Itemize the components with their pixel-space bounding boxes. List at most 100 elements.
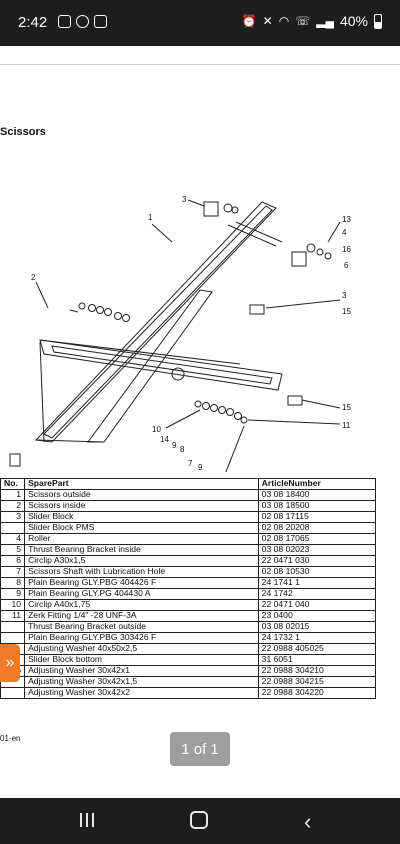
cell-no xyxy=(0,632,26,644)
cell-part: Slider Block xyxy=(24,511,259,523)
cell-article: 23 0400 xyxy=(257,610,377,622)
callout-10-left: 10 xyxy=(152,425,161,434)
cell-no: 9 xyxy=(0,588,26,600)
status-time: 2:42 xyxy=(18,14,48,31)
cell-article: 22 0988 304210 xyxy=(257,665,377,677)
page-top-rule xyxy=(0,64,400,65)
left-bearing-stack xyxy=(69,302,130,322)
cell-part: Slider Block bottom xyxy=(24,654,259,666)
callout-8: 8 xyxy=(180,445,185,454)
cell-part: Zerk Fitting 1/4" -28 UNF-3A xyxy=(24,610,259,622)
status-bar: 2:42 ⏰ ✕ ◠ ☏ ▂▄ 40% xyxy=(0,0,400,46)
table-header-row: No. SparePart ArticleNumber xyxy=(0,478,377,490)
part-3-slider-top xyxy=(203,201,219,217)
callout-16: 16 xyxy=(342,245,351,254)
cell-no: 1 xyxy=(0,489,26,501)
right-bearing-stack xyxy=(194,400,248,424)
recent-apps-button[interactable] xyxy=(80,813,98,829)
cell-no: 11 xyxy=(0,610,26,622)
callout-15-top: 15 xyxy=(342,307,351,316)
cell-article: 03 08 02015 xyxy=(257,621,377,633)
callout-labels: 1 2 3 13 4 16 6 3 15 15 11 10 14 9 8 7 9… xyxy=(31,195,351,472)
cell-article: 02 08 20208 xyxy=(257,522,377,534)
callout-6: 6 xyxy=(344,261,349,270)
part-slider-left xyxy=(9,453,21,467)
cell-article: 22 0988 405025 xyxy=(257,643,377,655)
scissors-outside-arm xyxy=(34,201,277,443)
cell-article: 02 08 17115 xyxy=(257,511,377,523)
home-button[interactable] xyxy=(190,811,208,829)
cell-no: 5 xyxy=(0,544,26,556)
cell-no: 2 xyxy=(0,500,26,512)
cell-part: Adjusting Washer 30x42x1 xyxy=(24,665,259,677)
cell-article: 03 08 02023 xyxy=(257,544,377,556)
scissors-inside-arm xyxy=(39,339,283,391)
cell-article: 24 1742 xyxy=(257,588,377,600)
cell-part: Slider Block PMS xyxy=(24,522,259,534)
cell-article: 03 08 18400 xyxy=(257,489,377,501)
cell-part: Scissors inside xyxy=(24,500,259,512)
notification-icons xyxy=(58,15,107,28)
cell-no: 8 xyxy=(0,577,26,589)
recent-apps-icon xyxy=(80,813,82,827)
cell-article: 31 6051 xyxy=(257,654,377,666)
cell-no: 6 xyxy=(0,555,26,567)
cell-no xyxy=(0,621,26,633)
callout-7: 7 xyxy=(188,459,193,468)
wifi-icon: ◠ xyxy=(278,14,290,28)
scissors-outside-arm-inner xyxy=(43,205,273,439)
wifi-call-icon: ☏ xyxy=(295,14,311,28)
cell-article: 22 0471 030 xyxy=(257,555,377,567)
callout-3-right: 3 xyxy=(342,291,347,300)
header-articlenumber: ArticleNumber xyxy=(257,478,377,490)
page-indicator: 1 of 1 xyxy=(170,732,230,766)
header-no: No. xyxy=(0,478,26,490)
notification-icon xyxy=(94,15,107,28)
cell-part: Roller xyxy=(24,533,259,545)
cell-no xyxy=(0,522,26,534)
cell-article: 24 1732 1 xyxy=(257,632,377,644)
cell-article: 02 08 17065 xyxy=(257,533,377,545)
cell-part: Plain Bearing GLY.PG 404430 A xyxy=(24,588,259,600)
cell-no: 10 xyxy=(0,599,26,611)
message-icon xyxy=(58,15,71,28)
cell-no: 4 xyxy=(0,533,26,545)
cell-part: Adjusting Washer 30x42x2 xyxy=(24,687,259,699)
cell-part: Plain Bearing GLY.PBG 404426 F xyxy=(24,577,259,589)
cell-part: Adjusting Washer 30x42x1,5 xyxy=(24,676,259,688)
cell-article: 03 08 18500 xyxy=(257,500,377,512)
signal-icon: ▂▄ xyxy=(316,14,334,28)
callout-9-left: 9 xyxy=(172,441,177,450)
mute-icon: ✕ xyxy=(262,14,273,28)
center-pivot xyxy=(171,367,185,381)
pdf-viewer[interactable]: Scissors xyxy=(0,46,400,798)
cell-part: Adjusting Washer 40x50x2,5 xyxy=(24,643,259,655)
part-3-slider-right xyxy=(291,251,307,267)
system-icons: ⏰ ✕ ◠ ☏ ▂▄ 40% xyxy=(242,13,382,29)
cell-article: 22 0471 040 xyxy=(257,599,377,611)
back-button[interactable]: ‹ xyxy=(304,809,312,834)
callout-13: 13 xyxy=(342,215,351,224)
expand-panel-button[interactable]: » xyxy=(0,644,20,682)
callout-4: 4 xyxy=(342,228,347,237)
header-sparepart: SparePart xyxy=(24,478,259,490)
cell-part: Scissors Shaft with Lubrication Hole xyxy=(24,566,259,578)
callout-2: 2 xyxy=(31,273,36,282)
